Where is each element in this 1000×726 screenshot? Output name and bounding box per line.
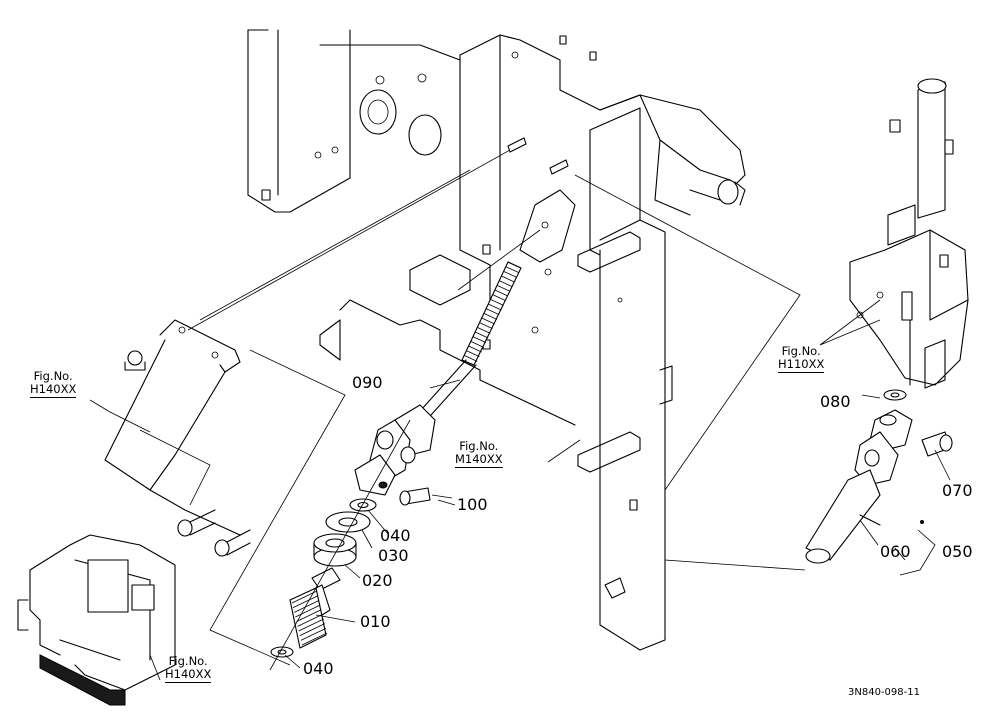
washer-040-bottom (270, 646, 294, 658)
figref-m140-line2: M140XX (455, 453, 503, 469)
figref-h140-bottom: Fig.No. H140XX (165, 654, 212, 684)
part-label-050: 050 (942, 542, 973, 561)
shaft-010 (289, 567, 341, 649)
figref-h110-line2: H110XX (778, 358, 825, 374)
left-frame-upright (247, 29, 461, 213)
bolts-left (177, 509, 251, 557)
figref-h140-bottom-line2: H140XX (165, 668, 212, 684)
drawing-code: 3N840-098-11 (848, 687, 920, 698)
part-label-040-bottom: 040 (303, 659, 334, 678)
leader-lines (89, 299, 951, 681)
universal-joint (354, 404, 436, 496)
lower-housing (17, 534, 176, 706)
part-label-030: 030 (378, 546, 409, 565)
figref-h140-top-line1: Fig.No. (33, 369, 73, 383)
part-label-040-top: 040 (380, 526, 411, 545)
left-bracket-plate (104, 319, 241, 536)
column-bracket (577, 107, 673, 651)
bearing-020 (313, 533, 357, 567)
threaded-studs (507, 137, 569, 175)
assembly-centerline (269, 419, 411, 671)
bolt-070 (921, 431, 953, 457)
figref-m140: Fig.No. M140XX (455, 439, 503, 469)
part-label-100: 100 (457, 495, 488, 514)
upper-steering-box (599, 94, 746, 216)
steering-shaft-090 (411, 261, 522, 426)
bolt-100 (399, 487, 453, 506)
universal-joint-050 (805, 409, 913, 564)
figref-h140-top: Fig.No. H140XX (30, 369, 77, 399)
washer-080 (883, 389, 907, 401)
part-label-080: 080 (820, 392, 851, 411)
washer-030 (325, 511, 371, 533)
figref-m140-line1: Fig.No. (459, 439, 499, 453)
reference-outline-lines (187, 149, 806, 666)
washer-040-top (349, 498, 377, 512)
mount-plate (319, 34, 641, 426)
figref-h140-bottom-line1: Fig.No. (168, 654, 208, 668)
part-label-070: 070 (942, 481, 973, 500)
figref-h110-line1: Fig.No. (781, 344, 821, 358)
figref-h110: Fig.No. H110XX (778, 344, 825, 374)
part-label-090: 090 (352, 373, 383, 392)
figref-h140-top-line2: H140XX (30, 383, 77, 399)
part-label-010: 010 (360, 612, 391, 631)
group-dot (920, 520, 924, 524)
right-steering-column (849, 78, 969, 389)
group-bracket-050 (894, 529, 936, 576)
part-label-020: 020 (362, 571, 393, 590)
part-label-060: 060 (880, 542, 911, 561)
